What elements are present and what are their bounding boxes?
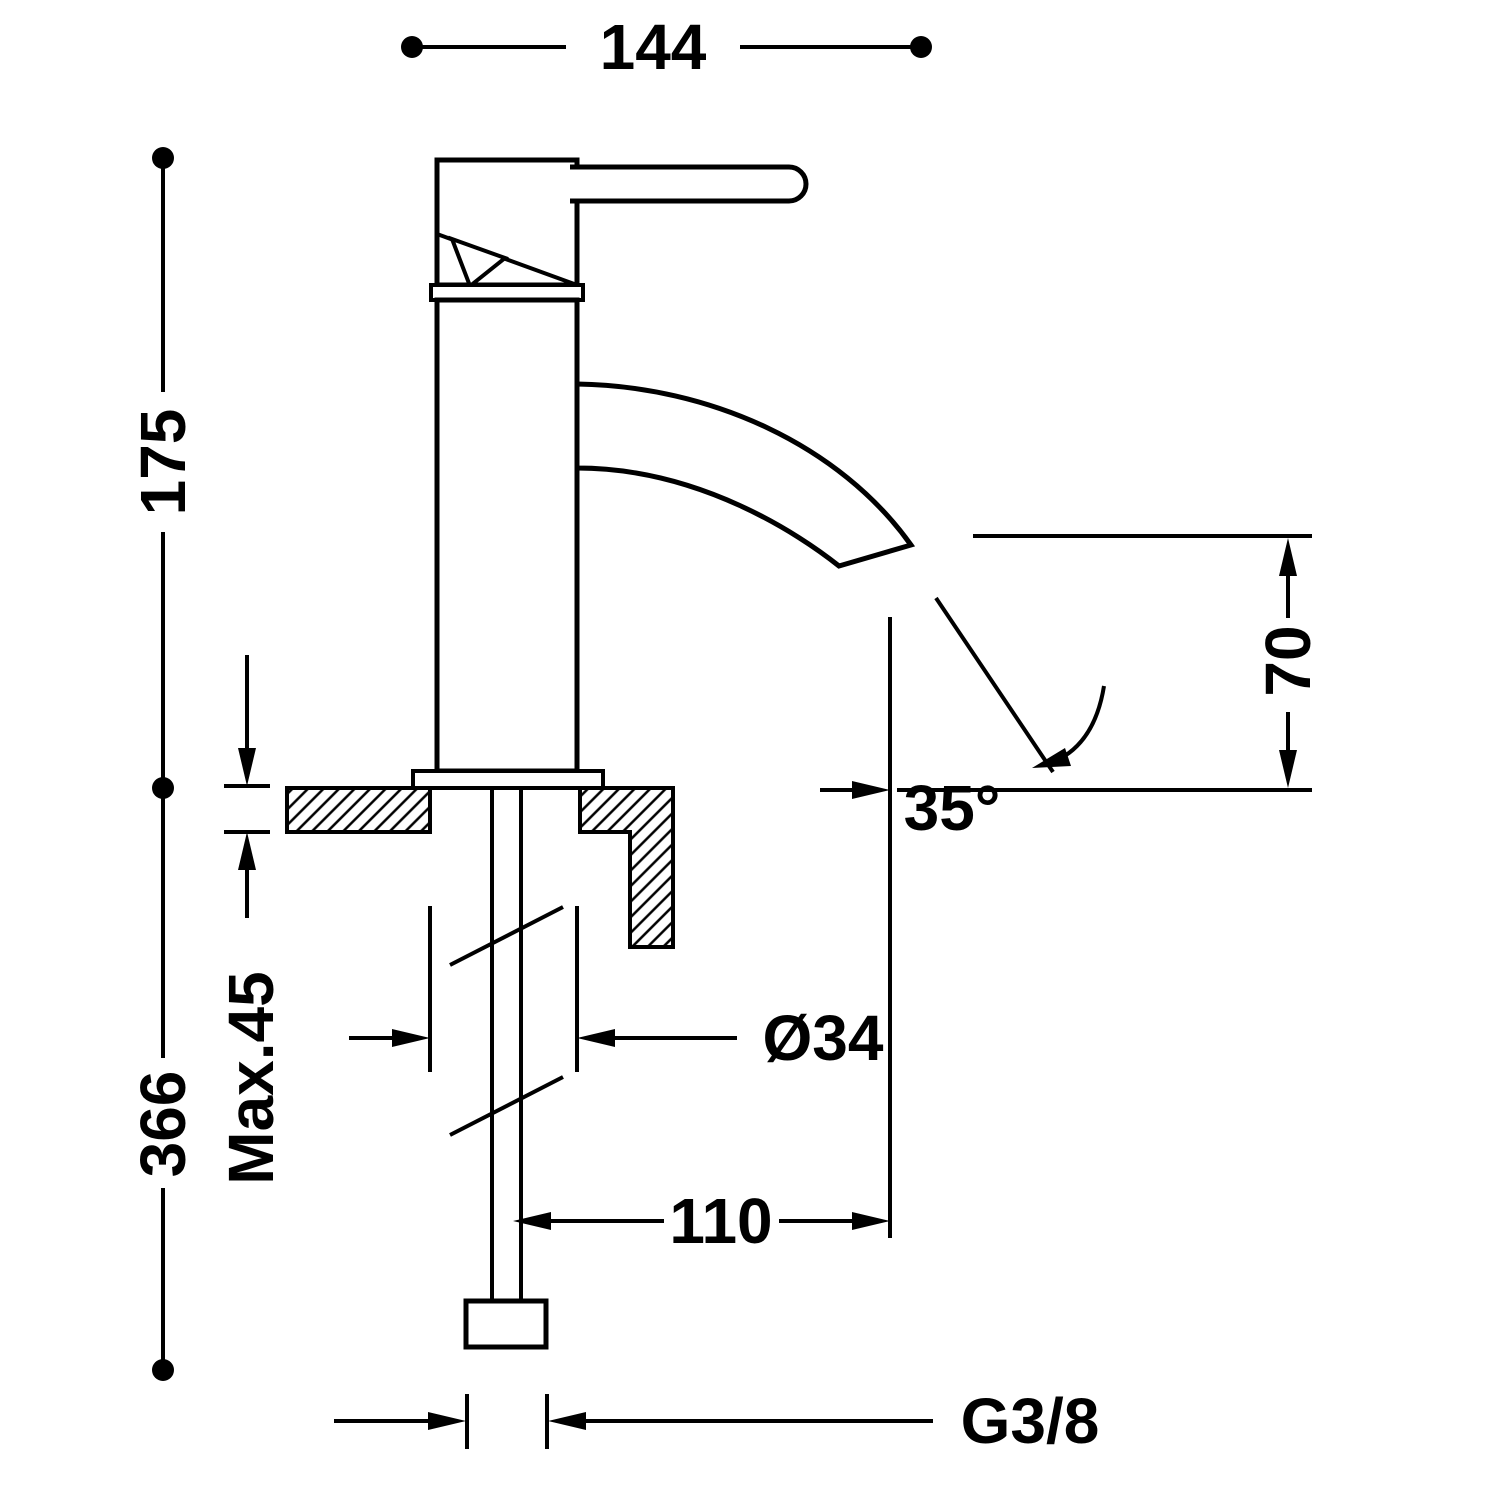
arc-arrowhead — [1032, 748, 1071, 768]
dim-max-deck-thickness: Max.45 — [215, 655, 287, 1185]
right-arrowhead — [852, 1212, 890, 1230]
dim-spout-reach: 110 — [513, 617, 892, 1257]
up-arrowhead — [1279, 538, 1297, 576]
dim-upper-height-label: 175 — [127, 409, 199, 516]
dim-spout-reach-label: 110 — [669, 1185, 772, 1257]
left-arrowhead — [548, 1412, 586, 1430]
dim-outlet-height: 70 — [897, 534, 1324, 792]
dim-top-width: 144 — [401, 11, 932, 83]
faucet-lever-handle — [570, 164, 809, 204]
left-arrowhead — [577, 1029, 615, 1047]
up-arrowhead — [238, 832, 256, 870]
dim-body-diameter: Ø34 — [349, 906, 884, 1074]
dim-endpoint-dot — [910, 36, 932, 58]
down-arrowhead — [238, 748, 256, 786]
supply-pipe — [449, 788, 564, 1350]
countertop-section — [285, 786, 675, 949]
spout-angle-label: 35° — [904, 772, 1001, 844]
countertop-slab-left — [285, 786, 432, 834]
dim-inlet-thread: G3/8 — [334, 1385, 1099, 1457]
dim-max-deck-thickness-label: Max.45 — [215, 971, 287, 1184]
pipe-break-mark-upper — [449, 905, 564, 967]
dim-body-diameter-label: Ø34 — [763, 1002, 884, 1074]
dim-inlet-thread-label: G3/8 — [961, 1385, 1100, 1457]
inlet-connector — [463, 1298, 549, 1350]
angle-arc — [1047, 685, 1106, 766]
dim-endpoint-dot — [152, 1359, 174, 1381]
dim-top-width-label: 144 — [600, 11, 707, 83]
right-arrowhead — [428, 1412, 466, 1430]
dim-upper-height: 175 — [127, 147, 199, 799]
left-arrowhead — [513, 1212, 551, 1230]
dim-outlet-height-label: 70 — [1252, 625, 1324, 696]
right-arrowhead — [852, 781, 890, 799]
countertop-slab-right — [578, 786, 675, 949]
faucet-lever-pivot-wedge — [448, 235, 510, 290]
faucet — [411, 157, 916, 790]
faucet-body-column — [434, 297, 580, 774]
right-arrowhead — [392, 1029, 430, 1047]
water-stream-line — [934, 596, 1055, 774]
dim-total-height: 366 — [127, 788, 199, 1381]
faucet-cartridge-head — [434, 157, 580, 288]
faucet-base-flange — [411, 769, 605, 790]
faucet-spout — [574, 381, 916, 569]
pipe-break-mark-lower — [449, 1075, 564, 1137]
down-arrowhead — [1279, 750, 1297, 788]
annotation-spout-angle: 35° — [820, 596, 1106, 844]
dim-total-height-label: 366 — [127, 1071, 199, 1178]
